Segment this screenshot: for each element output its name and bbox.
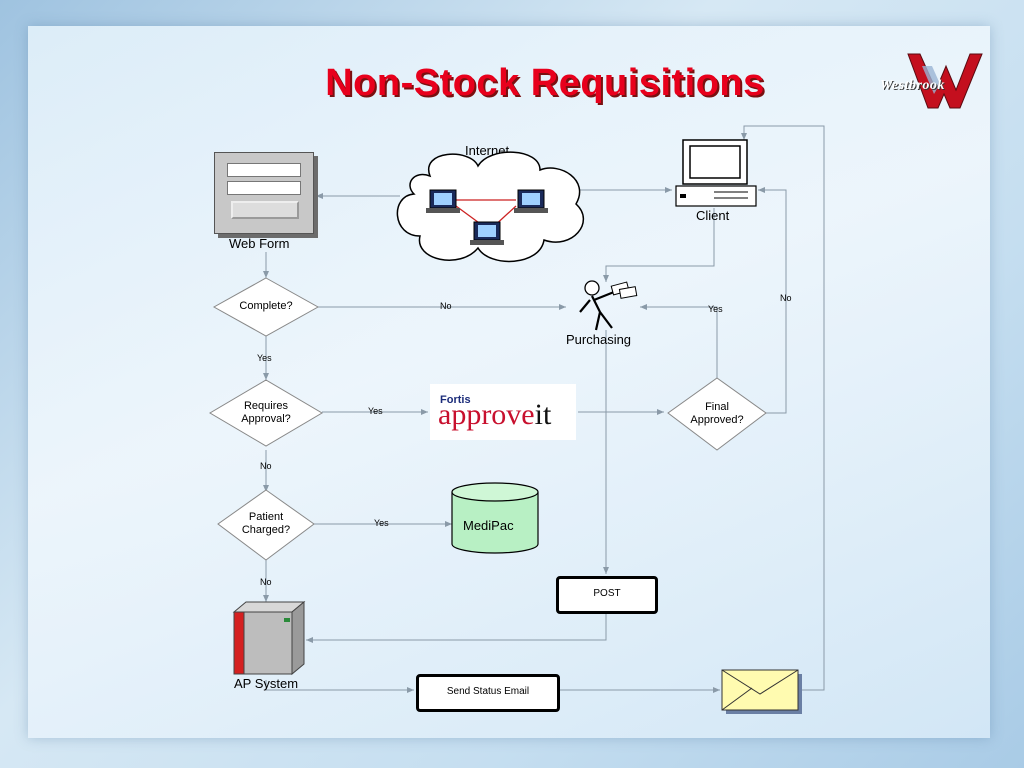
logo-text: Westbrook [880,78,945,93]
money-icon [610,281,638,299]
edge-label-patient-yes: Yes [374,518,389,528]
edge-client-purchasing [603,208,715,282]
logo-mark-icon [907,53,983,109]
westbrook-logo: Westbrook [874,46,1000,116]
complete-label: Complete? [239,300,293,312]
web-form-icon [214,152,314,234]
client-label: Client [696,208,730,223]
edge-label-complete-yes: Yes [257,353,272,363]
edge-label-complete-no: No [440,301,452,311]
patient-charged-label: Patient Charged? [241,511,291,536]
edge-label-patient-no: No [260,577,272,587]
network-laptops [426,189,548,245]
edge-label-final-yes: Yes [708,304,723,314]
final-approved-label: Final Approved? [690,401,744,426]
send-status-email-box: Send Status Email [416,674,560,712]
edge-final-no [758,187,787,414]
medipac-label: MediPac [463,518,514,533]
web-form-label: Web Form [229,236,290,251]
edge-label-requires-no: No [260,461,272,471]
edge-envelope-client [741,125,825,691]
requires-approval-label: Requires Approval? [241,400,291,425]
approveit-logo: Fortis approveit [430,384,576,440]
purchasing-label: Purchasing [566,332,632,347]
edge-final-yes [640,304,718,378]
edge-label-requires-yes: Yes [368,406,383,416]
edge-label-final-no: No [780,293,792,303]
approveit-brand: Fortis [440,394,471,406]
edge-post-ap [306,614,607,643]
post-box: POST [556,576,658,614]
approveit-word: approveit [438,398,552,431]
slide-panel [28,26,990,738]
page-title: Non-Stock Requisitions [325,62,765,104]
ap-system-label: AP System [234,676,299,691]
